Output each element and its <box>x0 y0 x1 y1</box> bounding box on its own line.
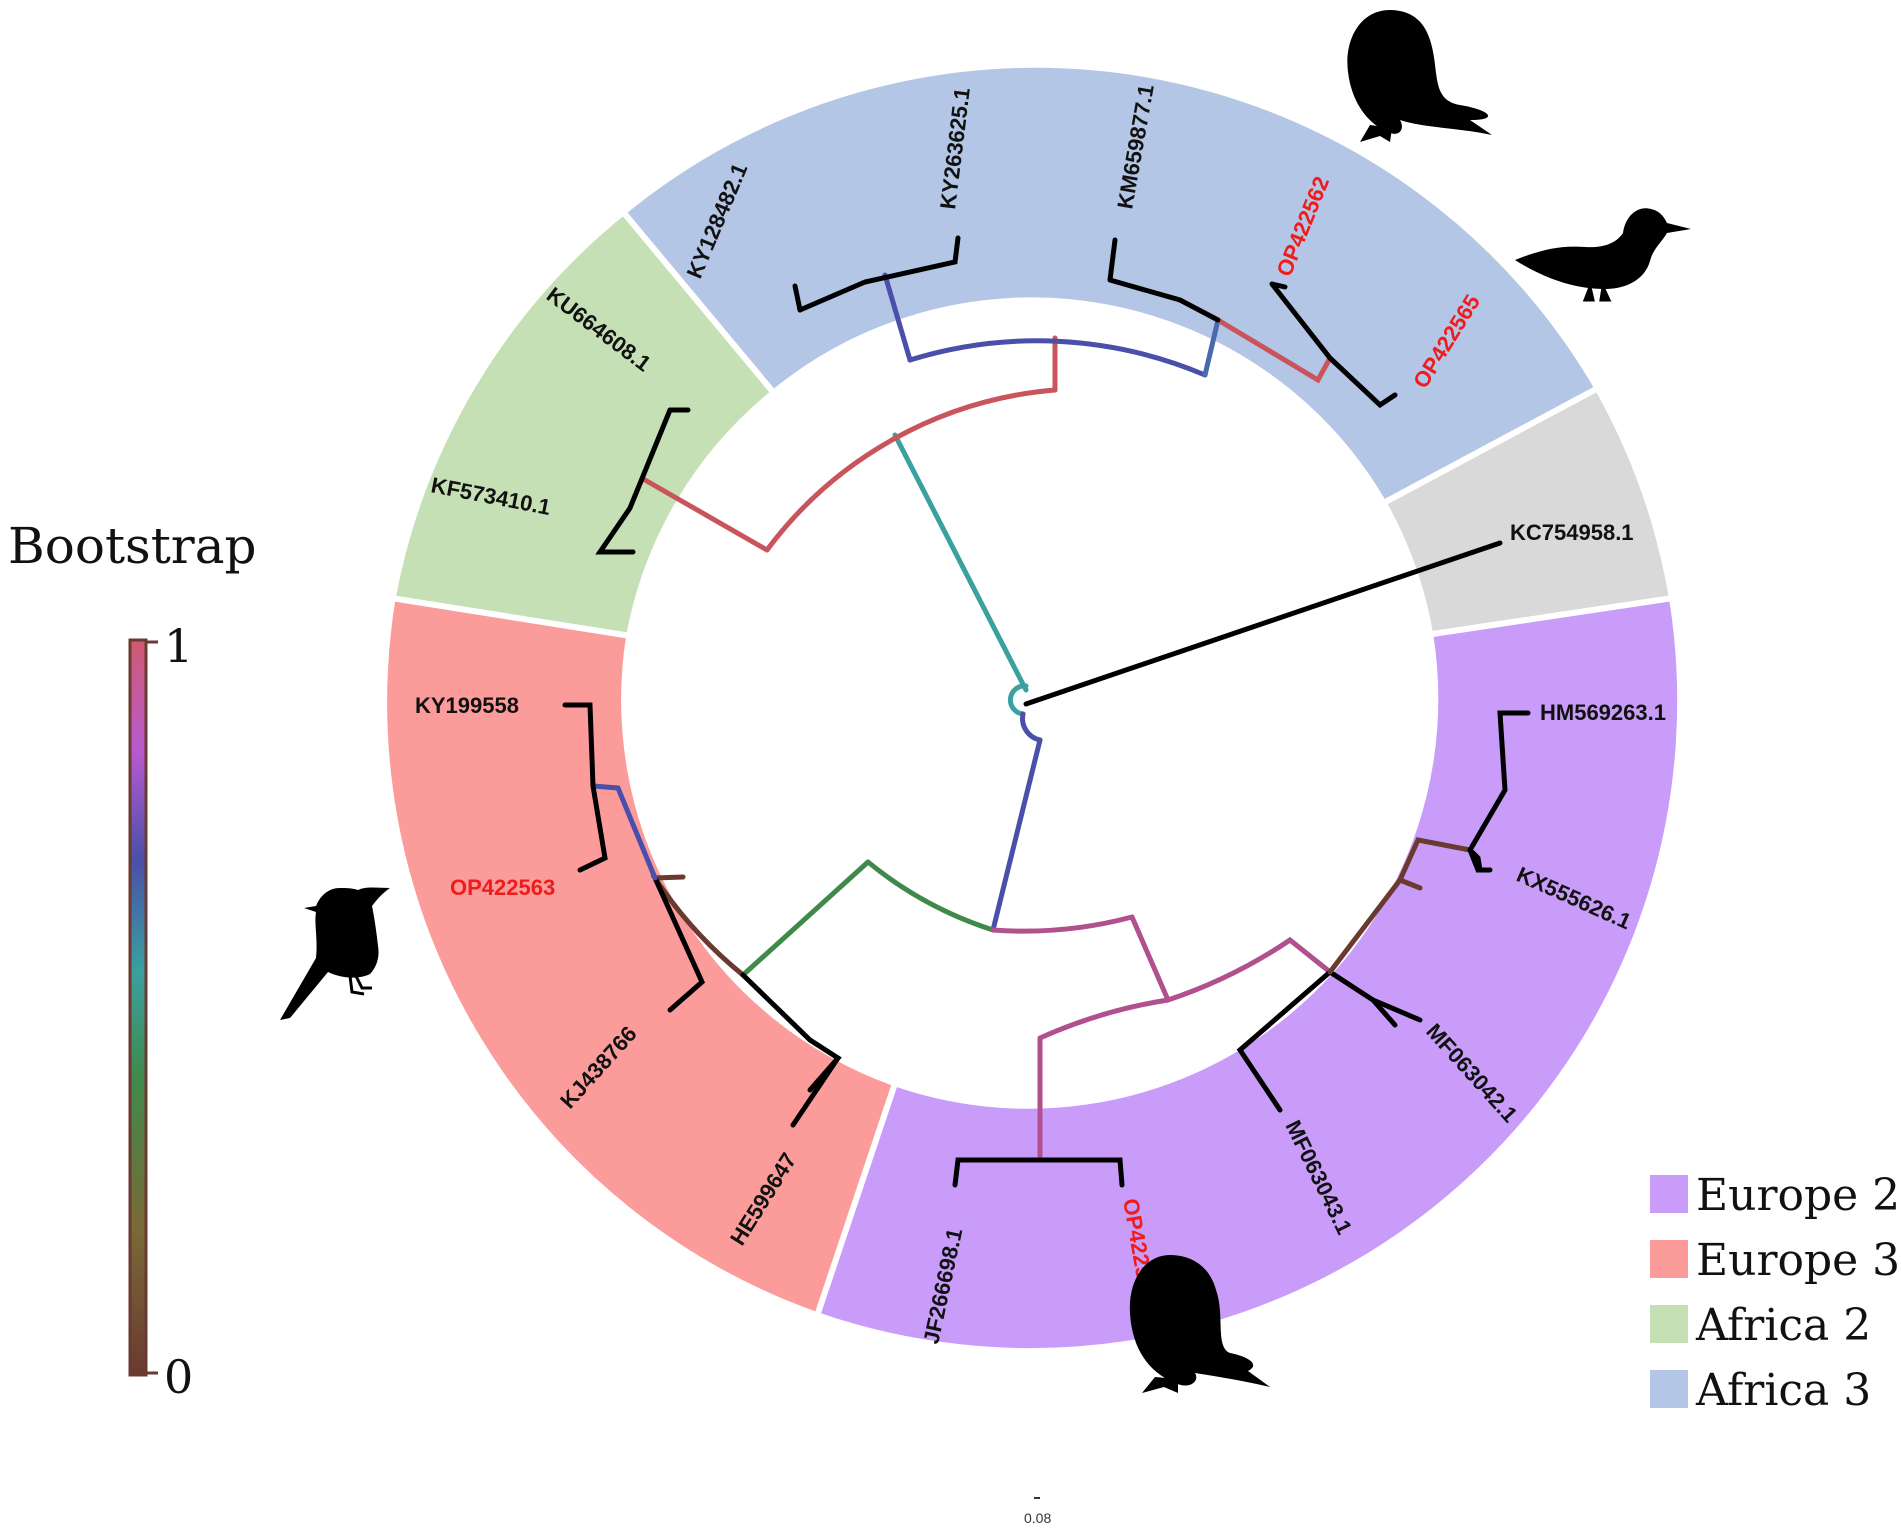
branch-mf-arc <box>1165 936 1333 1003</box>
branch-mf063042 <box>1370 997 1423 1023</box>
branch-hm-kx <box>1397 877 1423 891</box>
branch-kx-bracket <box>1467 847 1493 873</box>
branch-europe3 <box>740 859 871 978</box>
legend-item-africa-2: Africa 2 <box>1650 1300 1871 1351</box>
branch-he-bracket <box>740 972 842 1093</box>
legend-label: Europe 2 <box>1696 1170 1900 1221</box>
leaf-label: KY199558 <box>415 693 519 718</box>
branch-africa3-arc <box>907 338 1208 378</box>
scale-bar: 0.08 <box>1024 1497 1051 1526</box>
legend-label: Africa 3 <box>1695 1365 1871 1416</box>
legend-label: Europe 3 <box>1696 1235 1900 1286</box>
colorbar-min-label: 0 <box>164 1350 193 1404</box>
branch-km-bracket <box>1107 237 1221 323</box>
bootstrap-colorbar: Bootstrap 1 0 <box>8 517 257 1404</box>
owl-icon <box>1347 10 1492 142</box>
clade-sectors <box>381 61 1684 1355</box>
branch-hm-kx-arc <box>1327 837 1473 975</box>
branch-ky-pair <box>882 272 913 363</box>
colorbar-max-label: 1 <box>164 619 193 673</box>
branch-op-bracket <box>1269 281 1398 409</box>
branch-to-africa <box>892 432 1029 693</box>
legend-swatch <box>1650 1240 1688 1278</box>
clade-sector-africa-2 <box>389 208 778 640</box>
branch-jf-op-bracket <box>952 1157 1125 1188</box>
branch-to-europe <box>990 737 1043 933</box>
branch-ky-bracket <box>797 235 961 313</box>
host-icons <box>280 10 1691 1393</box>
legend-swatch <box>1650 1175 1688 1213</box>
branch-kj-bracket <box>652 875 706 1013</box>
branch-europe-arc <box>865 859 996 933</box>
legend-swatch <box>1650 1370 1688 1408</box>
branch-op-arc <box>1215 317 1333 384</box>
duck-icon <box>1515 208 1691 302</box>
leaf-label: KC754958.1 <box>1510 520 1634 545</box>
clade-sector-africa-3 <box>619 61 1602 508</box>
branch-root-arc <box>1007 683 1029 717</box>
branch-europe2-arc <box>990 914 1135 934</box>
legend-item-europe-2: Europe 2 <box>1650 1170 1900 1221</box>
finch-icon <box>280 887 390 1020</box>
leaf-label-new: OP422563 <box>450 875 555 900</box>
branch-europe2-inner <box>1037 997 1171 1163</box>
owl-icon <box>1129 1255 1270 1393</box>
branch-ky-op-arc <box>590 783 658 881</box>
legend-item-africa-3: Africa 3 <box>1650 1365 1871 1416</box>
branch-ky128482 <box>792 283 803 313</box>
legend-swatch <box>1650 1305 1688 1343</box>
branch-km-op <box>1202 317 1221 378</box>
colorbar-title: Bootstrap <box>8 517 257 575</box>
branch-outgroup <box>1023 540 1503 707</box>
tree-branches <box>562 235 1531 1188</box>
legend-label: Africa 2 <box>1695 1300 1871 1351</box>
branch-africa2 <box>642 477 770 553</box>
clade-sector-europe-3 <box>381 594 899 1320</box>
colorbar-gradient <box>128 638 148 1377</box>
region-legend: Europe 2 Europe 3 Africa 2 Africa 3 <box>1650 1170 1900 1416</box>
branch-root-arc-lower <box>1020 711 1043 743</box>
branch-ky-op-bracket <box>562 702 608 873</box>
branch-he599647 <box>790 1055 841 1128</box>
leaf-label: HM569263.1 <box>1540 700 1666 725</box>
scale-bar-label: 0.08 <box>1024 1510 1051 1526</box>
branch-africa2-bracket <box>595 407 673 555</box>
branch-europe2 <box>1129 914 1171 1003</box>
branch-africa-arc <box>764 387 1058 553</box>
legend-item-europe-3: Europe 3 <box>1650 1235 1900 1286</box>
